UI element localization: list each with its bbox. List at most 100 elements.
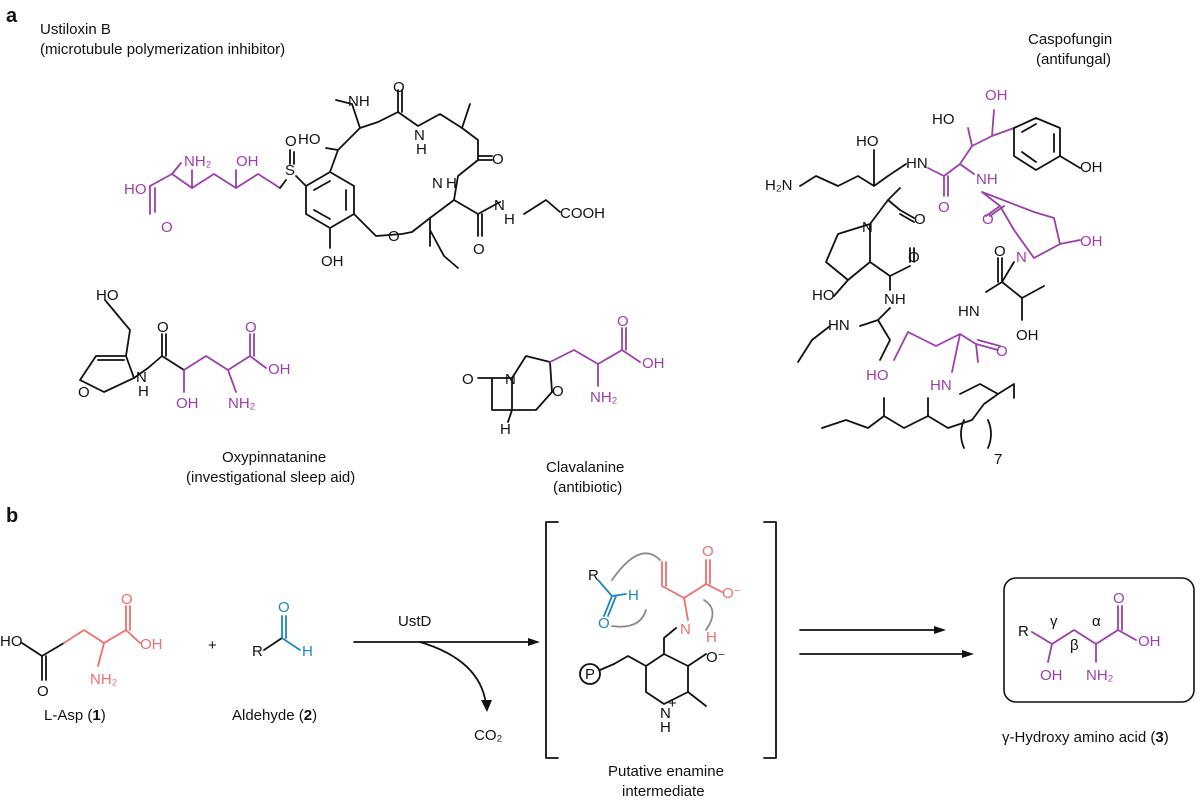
intermediate-plus-label: + [668,695,677,712]
oxypinnatanine-oh-label: OH [176,395,199,412]
intermediate-caption-line1: Putative enamine [608,763,724,780]
ustiloxin-nh2-label: NH₂ [184,153,212,170]
ustiloxin-c2-carbonyl [477,155,493,161]
ustiloxin-n1-label: N [414,127,425,144]
oxypinnatanine-ring [79,355,135,393]
ustiloxin-aromatic-ring [305,171,355,229]
aldehyde-r-bond [263,637,283,651]
ustiloxin-o-ring-label: O [388,228,400,245]
intermediate-o-phen-label: O⁻ [706,649,726,666]
aldehyde-o-label: O [278,599,290,616]
enamine-intermediate-structure: R H O O O⁻ N H P O⁻ N + H Putative enami… [545,521,777,800]
intermediate-caption-line2: intermediate [622,783,705,800]
intermediate-nplus-label: N [660,705,671,722]
oxypinnatanine-n-label: N [136,369,147,386]
clavalanine-n-label: N [505,371,516,388]
oxypinnatanine-h-label: H [138,383,149,400]
caspofungin-ho-low-label: HO [812,287,835,304]
ustiloxin-o3-label: O [473,241,485,258]
multi-step-arrow-shafts [799,629,963,655]
intermediate-n-label: N [680,621,691,638]
phosphate-circle [579,663,601,685]
intermediate-o-top-label: O [702,543,714,560]
caspofungin-role: (antifungal) [1036,51,1111,68]
oxypinnatanine-name: Oxypinnatanine [222,449,326,466]
ustiloxin-methyl-bond [461,103,471,129]
clavalanine-h-bond [507,409,513,423]
aldehyde-structure: R O H Aldehyde (2) [232,599,317,724]
caspofungin-n-left-label: N [862,219,873,236]
ustiloxin-glycine-bonds [453,199,561,237]
oxypinnatanine-ho-label: HO [96,287,119,304]
caspofungin-oh-right-label: OH [1080,233,1103,250]
oxypinnatanine-role: (investigational sleep aid) [186,469,355,486]
clavalanine-o-lactam-label: O [462,371,474,388]
intermediate-p-label: P [585,666,595,683]
caspofungin-o4-label: O [982,211,994,228]
clavalanine-name: Clavalanine [546,459,624,476]
product-box [1003,577,1195,703]
l-asp-nh2-label: NH₂ [90,671,118,688]
product-chain-bonds [1031,605,1137,663]
caspofungin-ho-top-label: HO [932,111,955,128]
caspofungin-structure: Caspofungin (antifungal) H₂N HO HN N O H… [765,31,1112,468]
intermediate-h-py-label: H [660,719,671,736]
caspofungin-nh1-label: NH [976,171,998,188]
ustiloxin-nh-me-label: NH [348,93,370,110]
l-asp-ho-label: HO [0,633,23,650]
oxypinnatanine-hydroxymethyl [104,299,131,357]
oxypinnatanine-o-ring-label: O [78,384,90,401]
product-oh-label: OH [1040,667,1063,684]
intermediate-electron-arrows [611,552,714,631]
l-asp-left-bonds [21,642,65,681]
caspofungin-nh2-label: NH [884,291,906,308]
intermediate-o-ald-label: O [598,615,610,632]
intermediate-enamine-bonds [661,559,723,621]
ustiloxin-sulfoxide-bonds [279,149,307,189]
aldehyde-blue-bonds [281,615,301,651]
panel-label-a: a [6,5,18,27]
clavalanine-oh-acid-label: OH [642,355,665,372]
caspofungin-o3-label: O [938,199,950,216]
oxypinnatanine-nh2-label: NH₂ [228,395,256,412]
caspofungin-o1-label: O [914,211,926,228]
product-r-label: R [1018,623,1029,640]
caspofungin-ho-bot-label: HO [866,367,889,384]
caspofungin-oh-phenol-label: OH [1080,159,1103,176]
intermediate-pyridine-bonds [613,627,707,707]
ustiloxin-acid-oh-bond [171,162,182,175]
clavalanine-structure: O N O H O OH NH₂ Clavalanine (antibiotic… [462,313,665,496]
aldehyde-r-label: R [252,643,263,660]
oxypinnatanine-amide-chain [133,355,185,379]
caspofungin-repeat-brackets [960,419,992,449]
clavalanine-role: (antibiotic) [553,479,622,496]
l-asp-o1-label: O [37,683,49,700]
intermediate-h-n-label: H [706,629,717,646]
caspofungin-o5-label: O [994,243,1006,260]
clavalanine-h-label: H [500,421,511,438]
oxypinnatanine-o-amide-label: O [157,319,169,336]
product-beta-label: β [1070,637,1079,654]
product-nh2-label: NH₂ [1086,667,1114,684]
co2-arrowhead [481,700,492,712]
caspofungin-hn3-label: HN [958,303,980,320]
ustiloxin-n2-label: N [432,175,443,192]
caspofungin-lipid-tail [821,383,1015,429]
caspofungin-n-right-label: N [1016,249,1027,266]
clavalanine-o-acid-label: O [617,313,629,330]
caspofungin-oh-top-label: OH [985,87,1008,104]
caspofungin-threonine-bonds [985,257,1045,321]
multi-step-arrowheads [934,626,974,658]
ustiloxin-ethyl-bonds [429,217,459,269]
ustiloxin-n3-label: N [494,197,505,214]
caspofungin-bottom-purple-bonds [893,331,1001,373]
product-label: γ-Hydroxy amino acid (3) [1002,729,1169,746]
product-alpha-label: α [1092,613,1101,630]
aldehyde-label: Aldehyde (2) [232,707,317,724]
caspofungin-left-proline [825,187,915,281]
ustiloxin-o-acid-label: O [161,219,173,236]
caspofungin-o6-label: O [996,343,1008,360]
product-structure: R O OH OH NH₂ γ β α γ-Hydroxy amino acid… [1002,577,1195,746]
